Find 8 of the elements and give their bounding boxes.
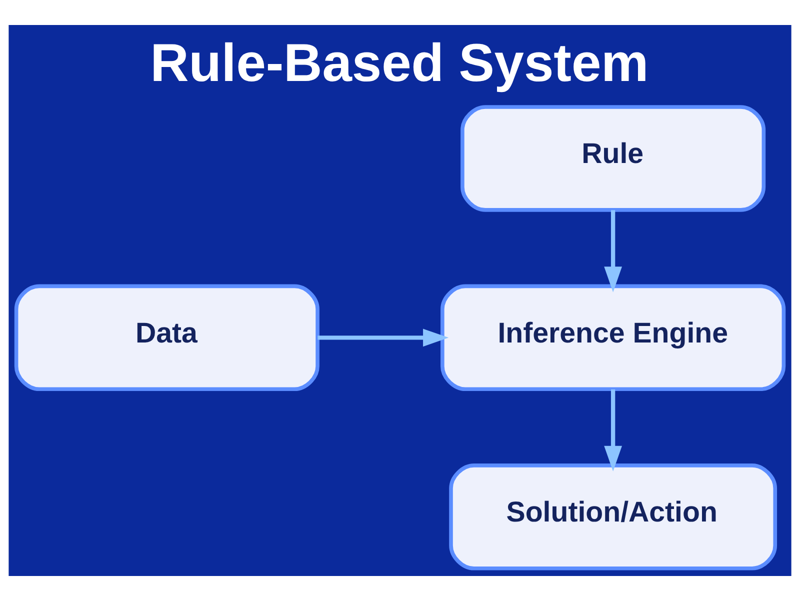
- arrow: [604, 210, 622, 292]
- node-box: Solution/Action: [449, 463, 778, 570]
- arrow: [604, 388, 622, 471]
- arrow: [318, 328, 449, 346]
- node-box: Rule: [460, 104, 766, 212]
- node-box: Inference Engine: [440, 284, 786, 391]
- node-box: Data: [14, 284, 320, 391]
- diagram-title: Rule-Based System: [150, 34, 649, 93]
